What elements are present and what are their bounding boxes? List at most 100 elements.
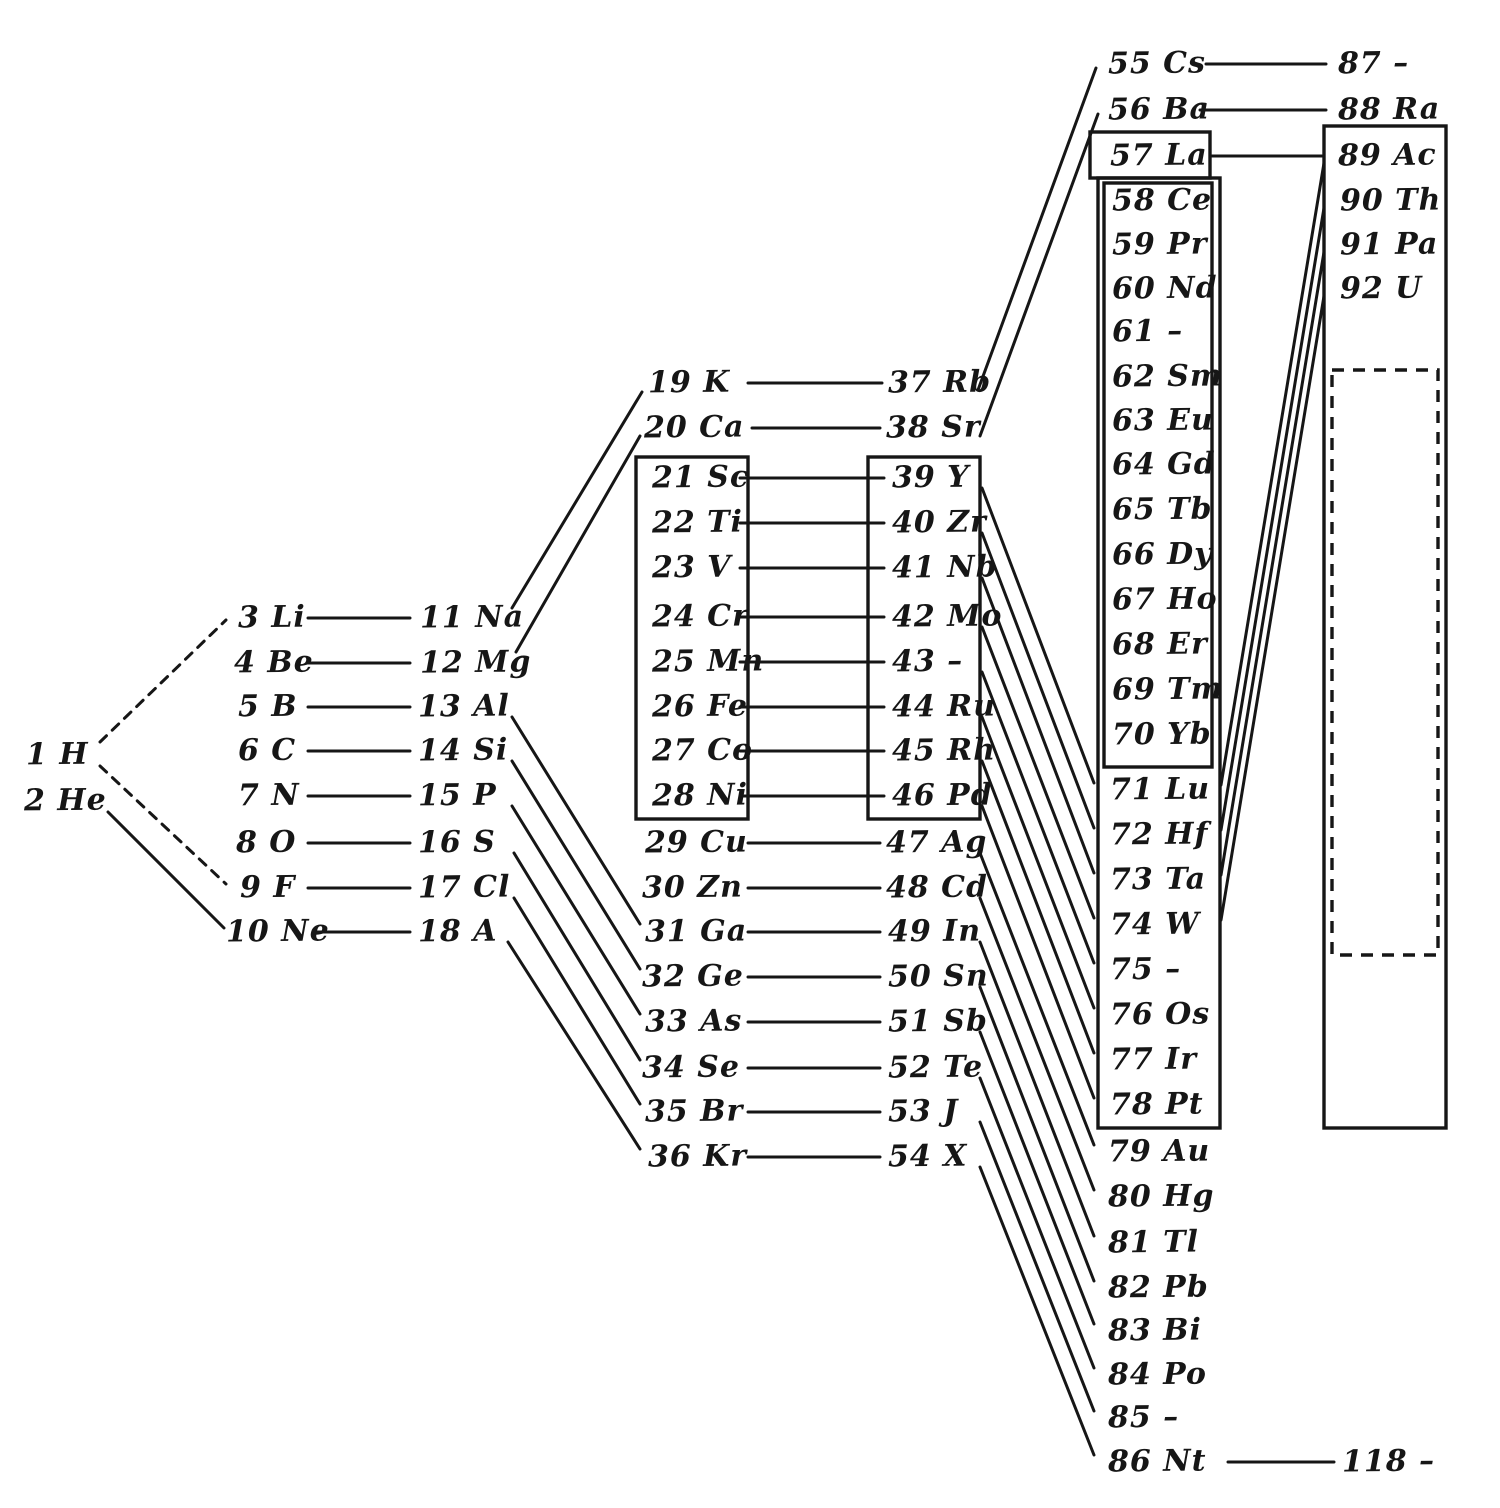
link-Mg-Ca (514, 434, 642, 654)
element-47-Ag: 47 Ag (885, 824, 988, 861)
element-73-Ta: 73 Ta (1109, 861, 1207, 898)
element-33-As: 33 As (644, 1003, 743, 1040)
element-72-Hf: 72 Hf (1109, 816, 1209, 853)
element-58-Ce: 58 Ce (1111, 182, 1213, 219)
element-48-Cd: 48 Cd (885, 869, 989, 906)
element-3-Li: 3 Li (237, 599, 306, 636)
box-rare-earths-58-70 (1102, 181, 1214, 769)
element-78-Pt: 78 Pt (1109, 1086, 1204, 1123)
link-Sr-Ba (978, 112, 1100, 438)
element-25-Mn: 25 Mn (651, 643, 765, 680)
link-H-Li (98, 618, 228, 744)
element-37-Rb: 37 Rb (887, 364, 992, 401)
box-period5-transition-group (866, 455, 982, 821)
element-63-Eu: 63 Eu (1111, 402, 1215, 439)
element-74-W: 74 W (1109, 906, 1201, 943)
link-Rh-Ir (980, 759, 1096, 1055)
element-13-Al: 13 Al (417, 688, 511, 725)
element-81-Tl: 81 Tl (1107, 1224, 1200, 1261)
element-80-Hg: 80 Hg (1107, 1178, 1215, 1215)
box-period4-transition-group (634, 455, 750, 821)
element-75: 75 – (1109, 951, 1182, 988)
element-8-O: 8 O (235, 824, 297, 861)
element-36-Kr: 36 Kr (647, 1138, 748, 1175)
box-period6-long-group (1096, 176, 1222, 1130)
element-34-Se: 34 Se (641, 1049, 741, 1086)
element-85: 85 – (1107, 1399, 1180, 1436)
element-17-Cl: 17 Cl (417, 869, 511, 906)
element-18-A: 18 A (417, 913, 498, 950)
element-46-Pd: 46 Pd (891, 777, 993, 814)
element-28-Ni: 28 Ni (651, 777, 749, 814)
element-49-In: 49 In (887, 913, 982, 950)
element-43: 43 – (891, 643, 964, 680)
link-Mo-W (980, 625, 1096, 920)
element-12-Mg: 12 Mg (419, 644, 532, 681)
element-51-Sb: 51 Sb (887, 1003, 989, 1040)
element-40-Zr: 40 Zr (891, 504, 988, 541)
element-38-Sr: 38 Sr (885, 409, 981, 446)
element-82-Pb: 82 Pb (1107, 1269, 1209, 1306)
element-9-F: 9 F (239, 869, 296, 906)
element-91-Pa: 91 Pa (1339, 226, 1439, 263)
element-22-Ti: 22 Ti (651, 504, 744, 541)
link-A-Kr (506, 940, 642, 1151)
element-2-He: 2 He (23, 782, 107, 819)
element-31-Ga: 31 Ga (644, 913, 748, 950)
element-19-K: 19 K (647, 364, 731, 401)
element-24-Cr: 24 Cr (651, 598, 750, 635)
element-83-Bi: 83 Bi (1107, 1312, 1203, 1349)
link-Lu-Ac (1219, 161, 1326, 787)
link-Ag-Au (978, 851, 1096, 1147)
element-71-Lu: 71 Lu (1109, 771, 1211, 808)
element-69-Tm: 69 Tm (1111, 671, 1224, 708)
element-54-X: 54 X (887, 1138, 968, 1175)
element-23-V: 23 V (651, 549, 732, 586)
element-70-Yb: 70 Yb (1111, 716, 1212, 753)
link-H-F (98, 764, 228, 886)
element-44-Ru: 44 Ru (891, 688, 997, 725)
element-53-J: 53 J (887, 1093, 959, 1130)
element-59-Pr: 59 Pr (1111, 226, 1208, 263)
link-Nb-Ta (980, 576, 1096, 875)
link-J-85 (978, 1120, 1096, 1413)
element-14-Si: 14 Si (417, 732, 509, 769)
link-Zr-Hf (980, 531, 1096, 830)
link-Cl-Br (512, 896, 642, 1106)
element-29-Cu: 29 Cu (644, 824, 749, 861)
element-66-Dy: 66 Dy (1111, 536, 1213, 573)
link-Sb-Bi (978, 1030, 1096, 1326)
element-84-Po: 84 Po (1107, 1356, 1208, 1393)
element-88-Ra: 88 Ra (1337, 91, 1441, 128)
element-64-Gd: 64 Gd (1111, 446, 1216, 483)
link-Pd-Pt (980, 804, 1096, 1100)
element-4-Be: 4 Be (233, 644, 314, 681)
link-W-U (1219, 294, 1326, 922)
element-56-Ba: 56 Ba (1107, 91, 1211, 128)
element-27-Co: 27 Co (651, 732, 754, 769)
link-Hf-Th (1219, 206, 1326, 832)
element-21-Sc: 21 Sc (651, 459, 750, 496)
element-5-B: 5 B (237, 688, 298, 725)
element-45-Rh: 45 Rh (891, 732, 997, 769)
box-period7-predicted-dashed (1330, 368, 1440, 957)
element-62-Sm: 62 Sm (1111, 358, 1223, 395)
element-92-U: 92 U (1339, 270, 1423, 307)
element-50-Sn: 50 Sn (887, 958, 989, 995)
link-Te-Po (978, 1076, 1096, 1370)
element-15-P: 15 P (417, 777, 497, 814)
element-30-Zn: 30 Zn (641, 869, 744, 906)
element-90-Th: 90 Th (1339, 182, 1442, 219)
element-1-H: 1 H (25, 736, 89, 773)
link-Ru-Os (980, 715, 1096, 1010)
link-Sn-Pb (978, 985, 1096, 1283)
element-42-Mo: 42 Mo (891, 598, 1003, 635)
link-X-Nt (978, 1165, 1096, 1457)
element-32-Ge: 32 Ge (641, 958, 745, 995)
element-79-Au: 79 Au (1107, 1133, 1211, 1170)
link-S-Se (512, 851, 642, 1062)
element-10-Ne: 10 Ne (225, 913, 330, 950)
element-52-Te: 52 Te (887, 1049, 984, 1086)
